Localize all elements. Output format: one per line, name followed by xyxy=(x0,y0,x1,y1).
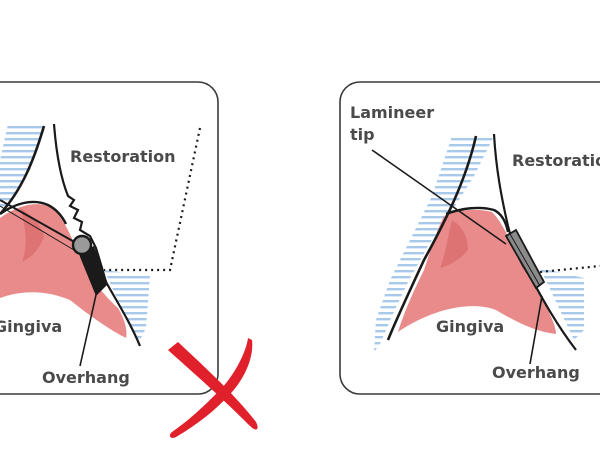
left-tooth-root-stripes xyxy=(0,124,44,210)
right-lamineer-label-line2: tip xyxy=(350,125,375,144)
left-overhang-label: Overhang xyxy=(42,368,130,387)
right-panel: Lamineer tip Restoration Gingiva Overhan… xyxy=(339,81,600,395)
right-crown-margin xyxy=(539,264,600,274)
left-root-stripes-right xyxy=(104,270,150,344)
right-lamineer-leader xyxy=(371,149,507,245)
right-gum-line xyxy=(445,206,510,233)
right-overhang-label: Overhang xyxy=(492,363,580,382)
right-lamineer-label-line1: Lamineer xyxy=(350,103,434,122)
right-restoration-label: Restoration xyxy=(512,151,600,170)
right-overhang-leader xyxy=(529,295,543,365)
left-overhang-leader xyxy=(79,285,99,367)
left-bur-head xyxy=(71,234,93,256)
reject-x-icon xyxy=(168,338,258,438)
right-tooth-root-stripes xyxy=(374,136,494,352)
right-tooth-outline xyxy=(386,135,478,341)
right-lamineer-tip-edge xyxy=(509,233,541,287)
right-root-stripes-right xyxy=(540,268,584,340)
right-gingiva xyxy=(398,209,556,334)
left-tooth-outline xyxy=(0,125,46,215)
left-restoration-outline xyxy=(52,123,142,347)
left-instrument-shaft-edge xyxy=(0,205,75,251)
left-restoration-label: Restoration xyxy=(70,147,176,166)
left-panel-frame xyxy=(0,81,219,395)
right-gingiva-shade xyxy=(440,220,468,268)
left-instrument-shaft xyxy=(0,199,79,245)
left-crown-margin xyxy=(104,127,202,272)
right-gingiva-label: Gingiva xyxy=(436,317,504,336)
left-gingiva-label: Gingiva xyxy=(0,317,62,336)
left-panel: Restoration Gingiva Overhang xyxy=(0,81,219,395)
left-overhang xyxy=(78,246,108,296)
